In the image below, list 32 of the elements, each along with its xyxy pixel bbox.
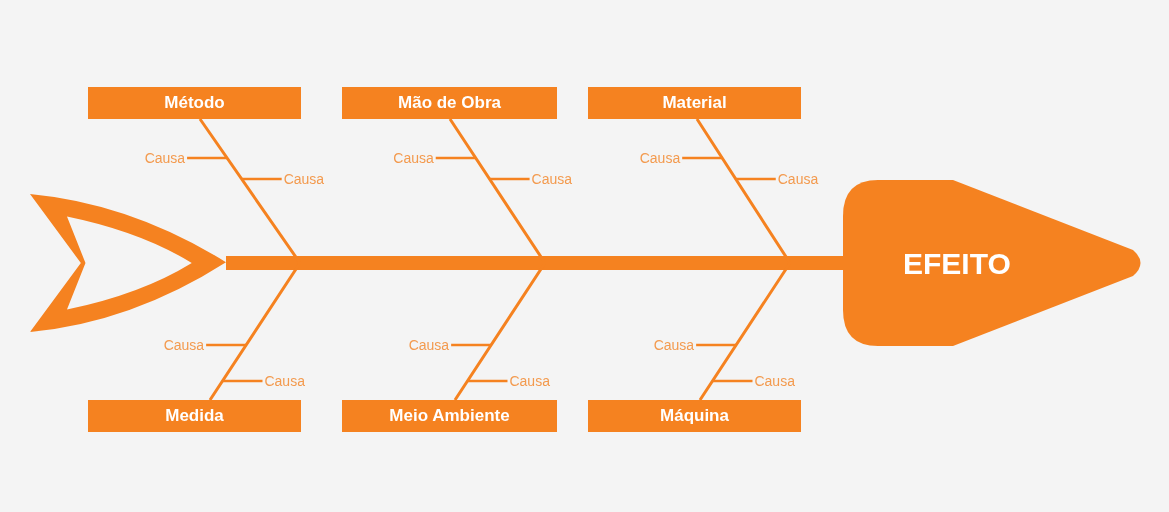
leader-line [467,379,508,383]
leader-line [241,177,282,181]
leader-line [735,177,776,181]
leader-line [222,379,263,383]
spine-line [226,256,843,270]
category-box: Meio Ambiente [342,400,557,432]
cause-label: Causa [754,374,795,388]
cause-label: Causa [393,151,434,165]
leader-line [451,343,492,347]
category-box: Material [588,87,801,119]
cause-label: Causa [531,172,573,186]
category-box: Método [88,87,301,119]
cause-label: Causa [408,338,450,352]
effect-label: EFEITO [903,245,1011,282]
cause-label: Causa [509,374,550,388]
cause-label: Causa [264,374,305,388]
leader-line [696,343,737,347]
category-box: Mão de Obra [342,87,557,119]
cause-label: Causa [144,151,186,165]
category-box: Medida [88,400,301,432]
cause-label: Causa [163,338,205,352]
leader-line [712,379,753,383]
leader-line [206,343,247,347]
category-box: Máquina [588,400,801,432]
cause-label: Causa [283,172,325,186]
leader-line [187,156,228,160]
cause-label: Causa [639,151,681,165]
leader-line [435,156,476,160]
leader-line [682,156,723,160]
cause-label: Causa [777,172,819,186]
leader-line [489,177,530,181]
cause-label: Causa [653,338,695,352]
